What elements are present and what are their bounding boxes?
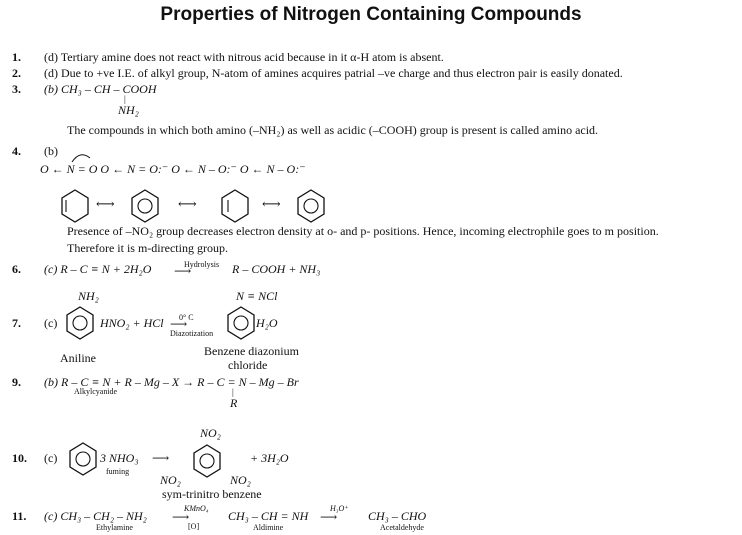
arrow-label: 0° C [179, 313, 194, 322]
item-answer: (d) Due to +ve I.E. of alkyl group, N-at… [44, 66, 623, 80]
amino-group: NH₂ [78, 289, 99, 303]
water: H₂O [256, 316, 278, 330]
item-number: 4. [12, 144, 21, 158]
reaction-arrow-icon: ⟶ [320, 510, 338, 524]
item-number: 9. [12, 375, 21, 389]
compound-name: Aniline [60, 351, 96, 365]
curved-arrow-icon [71, 154, 91, 163]
reagents: 3 NHO₃ [100, 451, 139, 465]
item-number: 1. [12, 50, 21, 64]
nitro-note: Presence of –NO₂ group decreases electro… [67, 224, 659, 238]
nitro-note: Therefore it is m-directing group. [67, 241, 228, 255]
item-number: 6. [12, 262, 21, 276]
item-answer: (c) [44, 451, 58, 465]
compound-name: Aldimine [253, 523, 284, 532]
item-answer: (b) CH₃ – CH – COOH [44, 82, 157, 96]
benzene-ring-icon [131, 189, 159, 223]
page-title: Properties of Nitrogen Containing Compou… [160, 4, 582, 25]
item-number: 2. [12, 66, 21, 80]
reaction-arrow-icon: ⟶ [174, 264, 192, 278]
item-number: 10. [12, 451, 27, 465]
reaction-arrow-icon: ⟶ [170, 317, 188, 331]
item-number: 7. [12, 316, 21, 330]
final-product: CH₃ – CHO [368, 509, 427, 523]
benzene-ring-icon [69, 442, 97, 476]
nitro-group: NO₂ [160, 473, 181, 487]
benzene-ring-icon [66, 306, 94, 340]
alkyl-group: R [230, 396, 238, 410]
item-number: 3. [12, 82, 21, 96]
compound-name: Alkylcyanide [74, 387, 118, 396]
water: + 3H₂O [250, 451, 289, 465]
arrow-label: [O] [188, 522, 200, 531]
reaction-arrow-icon: ⟶ [172, 510, 190, 524]
benzene-ring-icon [297, 189, 325, 223]
bond-line: | [232, 387, 234, 397]
compound-name: Ethylamine [96, 523, 133, 532]
benzene-ring-icon [193, 444, 221, 478]
resonance-arrow-icon: ⟷ [96, 196, 115, 211]
item-answer: (c) CH₃ – CH₂ – NH₂ [44, 509, 147, 523]
item-answer: (b) R – C ≡ N + R – Mg – X → R – C = N –… [44, 375, 299, 389]
benzene-ring-icon [61, 189, 89, 223]
arrow-label: KMnO₄ [184, 504, 209, 513]
resonance-arrow-icon: ⟷ [262, 196, 281, 211]
compound-name: Benzene diazonium [204, 344, 299, 358]
intermediate: CH₃ – CH = NH [228, 509, 309, 523]
compound-name: chloride [228, 358, 268, 372]
reagent-note: fuming [106, 467, 130, 476]
benzene-ring-icon [221, 189, 249, 223]
nitro-group: NO₂ [200, 426, 221, 440]
reaction-arrow-icon: ⟶ [152, 451, 170, 465]
nitro-group: NO₂ [230, 473, 251, 487]
amino-group: NH₂ [118, 103, 139, 117]
compound-name: sym-trinitro benzene [162, 487, 262, 501]
resonance-arrow-icon: ⟷ [178, 196, 197, 211]
item-answer: (c) R – C ≡ N + 2H₂O [44, 262, 152, 276]
amino-acid-note: The compounds in which both amino (–NH₂)… [67, 123, 599, 137]
item-answer: (d) Tertiary amine does not react with n… [44, 50, 444, 64]
hydrolysis-product: R – COOH + NH₃ [232, 262, 321, 276]
benzene-ring-icon [227, 306, 255, 340]
item-answer: (c) [44, 316, 58, 330]
item-number: 11. [12, 509, 27, 523]
diazonium-group: N ≡ NCl [236, 289, 278, 303]
bond-line: | [124, 94, 126, 104]
arrow-label: H₃O⁺ [330, 504, 349, 513]
reagents: HNO₂ + HCl [100, 316, 164, 330]
resonance-formulas: O ← N = O O ← N = O:⁻ O ← N – O:⁻ O ← N … [40, 162, 306, 176]
arrow-label: Hydrolysis [184, 260, 220, 269]
arrow-label: Diazotization [170, 329, 214, 338]
compound-name: Acetaldehyde [380, 523, 424, 532]
item-answer: (b) [44, 144, 58, 158]
